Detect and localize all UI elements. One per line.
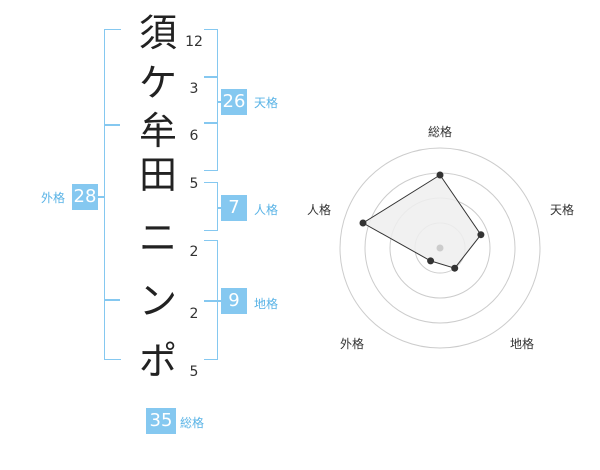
gaikaku-bracket-tick (104, 299, 120, 301)
soukaku-label: 総格 (180, 416, 205, 430)
jinkaku-label: 人格 (254, 203, 279, 217)
gaikaku-value: 28 (72, 184, 98, 210)
stroke-count-6: 2 (189, 306, 199, 322)
chikaku-bracket-connector (217, 300, 222, 302)
radar-point-3 (427, 257, 435, 265)
tenkaku-value: 26 (221, 89, 247, 115)
stroke-count-3: 6 (189, 128, 199, 144)
gaikaku-bracket (104, 29, 121, 360)
chikaku-value: 9 (221, 288, 247, 314)
radar-points (359, 171, 485, 272)
stroke-count-7: 5 (189, 364, 199, 380)
tenkaku-bracket-tick (204, 122, 217, 124)
gaikaku-bracket-connector (98, 196, 105, 198)
jinkaku-bracket-connector (217, 207, 222, 209)
soukaku-value: 35 (146, 408, 176, 434)
radar-axis-label-tenkaku: 天格 (550, 203, 575, 217)
stroke-count-2: 3 (189, 81, 199, 97)
jinkaku-value: 7 (221, 195, 247, 221)
radar-axis-label-jinkaku: 人格 (307, 203, 332, 217)
name-char-1: 須 (138, 11, 177, 55)
radar-ring (339, 147, 541, 349)
name-char-5: ニ (138, 216, 177, 260)
name-char-6: ン (138, 279, 177, 323)
chikaku-label: 地格 (254, 297, 279, 311)
jinkaku-bracket (204, 182, 218, 231)
name-char-4: 田 (138, 153, 177, 197)
radar-point-2 (451, 264, 459, 272)
radar-point-0 (436, 171, 444, 179)
radar-axis-label-chikaku: 地格 (510, 337, 535, 351)
radar-point-4 (359, 219, 367, 227)
radar-axis-label-soukaku: 総格 (428, 125, 453, 139)
tenkaku-bracket-tick (204, 76, 217, 78)
gaikaku-label: 外格 (41, 191, 66, 205)
radar-point-1 (477, 231, 485, 239)
stroke-count-4: 5 (189, 176, 199, 192)
tenkaku-bracket (204, 29, 218, 171)
radar-shape (362, 174, 482, 269)
name-char-7: ポ (138, 339, 177, 383)
fortune-radar-chart (339, 147, 541, 349)
chikaku-bracket-tick (204, 300, 217, 302)
name-char-2: ケ (138, 61, 177, 105)
radar-axis-label-gaikaku: 外格 (340, 337, 365, 351)
gaikaku-bracket-tick (104, 124, 120, 126)
tenkaku-label: 天格 (254, 96, 279, 110)
tenkaku-bracket-connector (217, 101, 222, 103)
name-char-3: 牟 (138, 109, 177, 153)
radar-center-dot (436, 244, 444, 252)
stroke-count-1: 12 (185, 34, 203, 50)
stroke-count-5: 2 (189, 244, 199, 260)
